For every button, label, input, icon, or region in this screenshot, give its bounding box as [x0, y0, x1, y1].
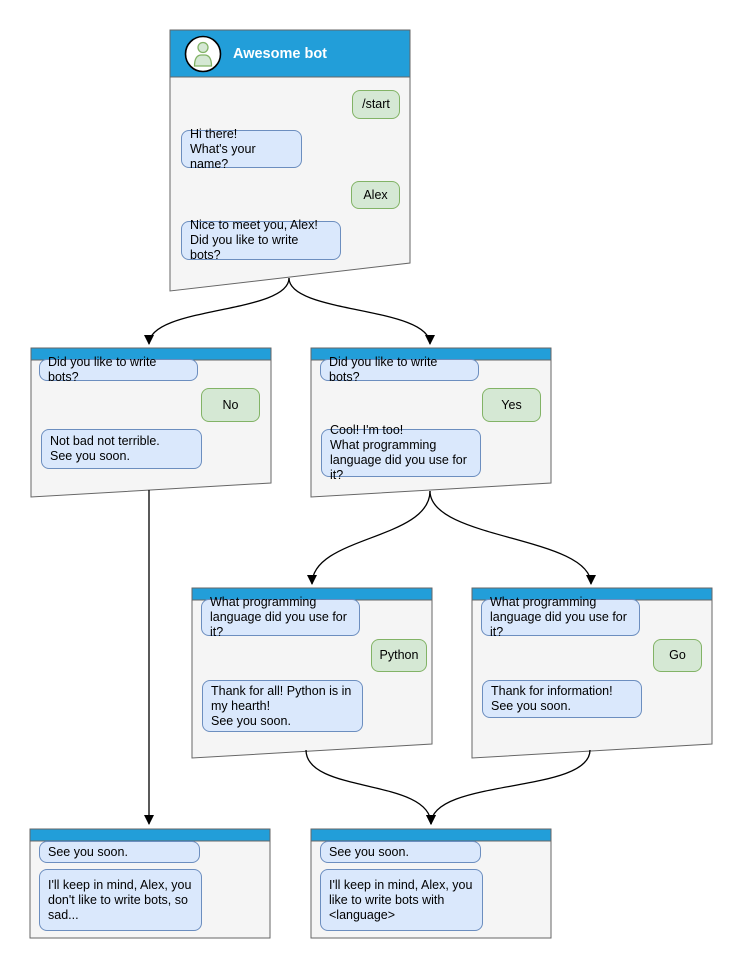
bot-avatar	[184, 35, 222, 73]
bot-message-question-repeat: Did you like to write bots?	[39, 355, 198, 384]
bot-message-language-question: What programming language did you use fo…	[481, 595, 640, 639]
bot-message-nice-to-meet: Nice to meet you, Alex! Did you like to …	[181, 218, 341, 262]
bot-message-question-repeat: Did you like to write bots?	[320, 355, 479, 384]
user-message-name: Alex	[351, 181, 400, 209]
edge-go-to-farewell-yes	[426, 749, 591, 825]
user-message-start: /start	[352, 90, 400, 119]
bot-message-language-question: What programming language did you use fo…	[201, 595, 360, 639]
main-window-title: Awesome bot	[233, 45, 328, 62]
user-message-yes: Yes	[482, 388, 541, 422]
edge-python-to-farewell-yes	[305, 749, 436, 825]
bot-message-not-bad: Not bad not terrible. See you soon.	[41, 429, 202, 469]
bot-message-thanks-info: Thank for information! See you soon.	[482, 680, 642, 718]
farewell-no-window-header	[29, 828, 271, 842]
edge-yes-to-go	[429, 490, 596, 585]
edge-yes-to-python	[307, 490, 431, 585]
bot-message-cool: Cool! I'm too! What programming language…	[321, 423, 481, 482]
farewell-yes-window-header	[310, 828, 552, 842]
bot-message-greeting: Hi there! What's your name?	[181, 127, 302, 171]
bot-message-thanks-python: Thank for all! Python is in my hearth! S…	[202, 680, 363, 732]
user-message-go: Go	[653, 639, 702, 672]
person-icon-body	[193, 54, 213, 67]
user-message-no: No	[201, 388, 260, 422]
bot-message-see-you: See you soon.	[39, 841, 200, 863]
edge-main-to-no	[144, 277, 290, 345]
user-message-python: Python	[371, 639, 427, 672]
person-icon-head	[197, 41, 209, 54]
bot-message-keep-in-mind-no: I'll keep in mind, Alex, you don't like …	[39, 869, 202, 931]
edge-main-to-yes	[288, 277, 435, 345]
bot-message-see-you: See you soon.	[320, 841, 481, 863]
bot-message-keep-in-mind-yes: I'll keep in mind, Alex, you like to wri…	[320, 869, 483, 931]
